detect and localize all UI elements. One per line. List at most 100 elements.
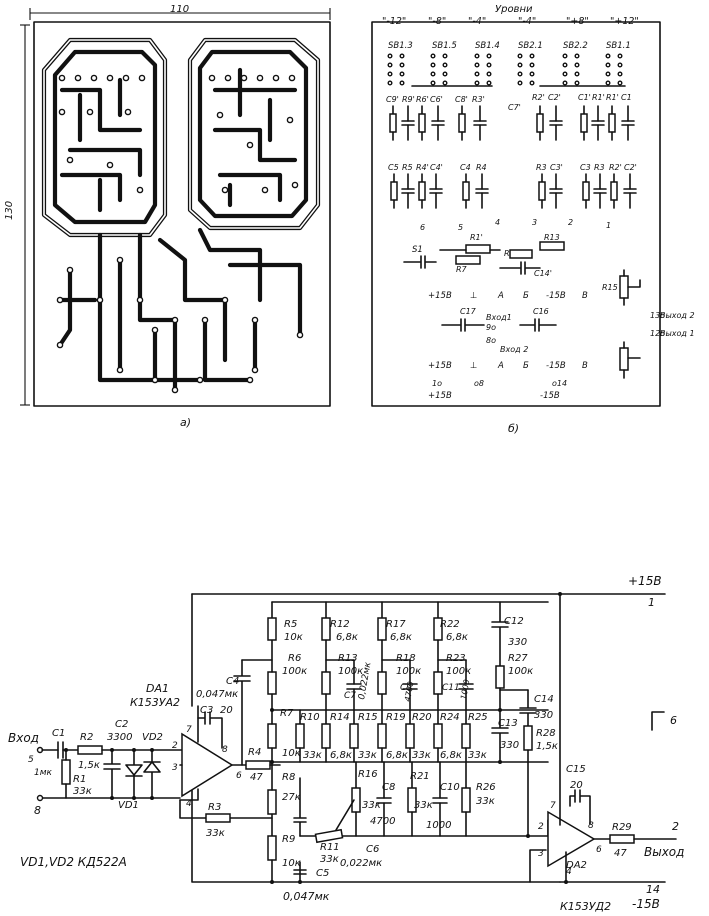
svg-text:C1: C1 — [621, 93, 632, 102]
svg-text:C9': C9' — [386, 95, 399, 104]
svg-text:330: 330 — [508, 637, 527, 648]
junction-dots — [64, 592, 568, 884]
resistor — [389, 113, 397, 133]
switch-pin — [529, 80, 535, 86]
svg-text:10к: 10к — [284, 632, 303, 643]
resistor-r11 — [314, 828, 344, 844]
row2-labels: C5 R5 R4' C4' C4 R4 R3 C3' C3 R3 R2' C2' — [388, 163, 637, 172]
ladder-resistors — [295, 601, 474, 837]
resistor — [608, 113, 616, 133]
capacitor-c4 — [233, 659, 251, 766]
switch-pin — [486, 53, 492, 59]
svg-text:6,8к: 6,8к — [330, 750, 352, 761]
svg-text:33к: 33к — [476, 796, 495, 807]
svg-text:3: 3 — [538, 849, 544, 859]
resistor-r27 — [495, 665, 505, 689]
svg-text:3: 3 — [172, 763, 178, 773]
svg-text:C2': C2' — [548, 93, 561, 102]
switch-pin — [562, 62, 568, 68]
svg-text:R10: R10 — [300, 712, 320, 723]
svg-text:R6': R6' — [416, 95, 429, 104]
svg-text:R4': R4' — [416, 163, 429, 172]
svg-text:1o: 1o — [432, 379, 442, 388]
resistor — [458, 113, 466, 133]
switch-pin — [387, 53, 393, 59]
svg-text:C17: C17 — [460, 307, 477, 316]
switch-pin — [529, 53, 535, 59]
svg-text:В: В — [582, 291, 588, 301]
ladder-resistor — [377, 723, 387, 749]
switch-pin — [442, 53, 448, 59]
ladder-resistor — [295, 723, 305, 749]
svg-text:7: 7 — [550, 801, 556, 811]
svg-text:R9: R9 — [282, 834, 295, 845]
svg-text:100к: 100к — [508, 666, 533, 677]
svg-text:⊥: ⊥ — [470, 291, 477, 301]
switch-pin — [486, 80, 492, 86]
svg-text:R3: R3 — [536, 163, 547, 172]
resistor — [462, 181, 470, 201]
svg-text:"-12": "-12" — [382, 16, 406, 27]
resistor-r3 — [205, 813, 231, 823]
switch-pin — [617, 80, 623, 86]
opamp-da1 — [181, 732, 234, 798]
svg-text:13o: 13o — [650, 311, 665, 320]
svg-text:C1: C1 — [52, 728, 65, 739]
svg-text:R16: R16 — [358, 769, 378, 780]
svg-text:R13: R13 — [544, 233, 560, 242]
pin-8-label: 8 — [34, 804, 41, 817]
svg-text:SB1.3: SB1.3 — [388, 41, 413, 51]
svg-text:R24: R24 — [440, 712, 460, 723]
switch-s1-label: S1 — [412, 245, 423, 255]
rail-pin-14: 14 — [646, 883, 660, 896]
svg-text:R26: R26 — [476, 782, 496, 793]
svg-text:SB1.1: SB1.1 — [606, 41, 631, 51]
svg-text:R21: R21 — [410, 771, 430, 782]
ladder-resistor — [321, 723, 331, 749]
svg-text:R14: R14 — [330, 712, 350, 723]
svg-text:R17: R17 — [386, 619, 406, 630]
switch-pin — [574, 71, 580, 77]
svg-text:+15В: +15В — [428, 361, 452, 371]
svg-text:1: 1 — [606, 221, 611, 230]
switch-pin — [605, 53, 611, 59]
switch-pin — [617, 53, 623, 59]
svg-text:R15: R15 — [358, 712, 378, 723]
svg-text:R1': R1' — [470, 233, 483, 242]
row1-labels: C9' R9' R6' C6' C8' R3' C7' R2' C2' C1' … — [386, 93, 632, 112]
pcb-trace — [57, 227, 303, 393]
ladder-resistor — [321, 617, 331, 641]
svg-text:C3: C3 — [580, 163, 591, 172]
svg-text:3: 3 — [532, 218, 537, 227]
svg-text:R5: R5 — [284, 619, 297, 630]
svg-text:1,5к: 1,5к — [536, 741, 558, 752]
resistor-r9 — [267, 835, 277, 861]
svg-text:C3: C3 — [200, 705, 213, 716]
svg-text:4: 4 — [566, 867, 572, 877]
svg-text:C6': C6' — [430, 95, 443, 104]
svg-text:А: А — [497, 291, 504, 301]
svg-text:SB2.1: SB2.1 — [518, 41, 543, 51]
svg-text:o14: o14 — [552, 379, 567, 388]
svg-text:o8: o8 — [474, 379, 484, 388]
svg-text:В: В — [582, 361, 588, 371]
svg-text:R7: R7 — [280, 708, 294, 719]
switch-pin — [517, 80, 523, 86]
svg-text:R6: R6 — [288, 653, 301, 664]
svg-text:R19: R19 — [386, 712, 406, 723]
svg-text:6,8к: 6,8к — [440, 750, 462, 761]
svg-text:"+8": "+8" — [566, 16, 589, 27]
svg-text:0,047мк: 0,047мк — [196, 689, 238, 700]
svg-text:12o: 12o — [650, 329, 665, 338]
ladder-resistor — [405, 723, 415, 749]
ladder-resistor — [321, 671, 331, 695]
svg-text:10к: 10к — [282, 858, 301, 869]
svg-text:C12: C12 — [504, 616, 524, 627]
svg-text:4700: 4700 — [370, 816, 395, 827]
svg-text:4700: 4700 — [403, 681, 415, 703]
switch-pin — [517, 53, 523, 59]
svg-text:C1': C1' — [578, 93, 591, 102]
svg-text:Выход 1: Выход 1 — [660, 329, 695, 338]
capacitor-c15 — [569, 789, 591, 825]
svg-text:-15В: -15В — [546, 291, 566, 301]
